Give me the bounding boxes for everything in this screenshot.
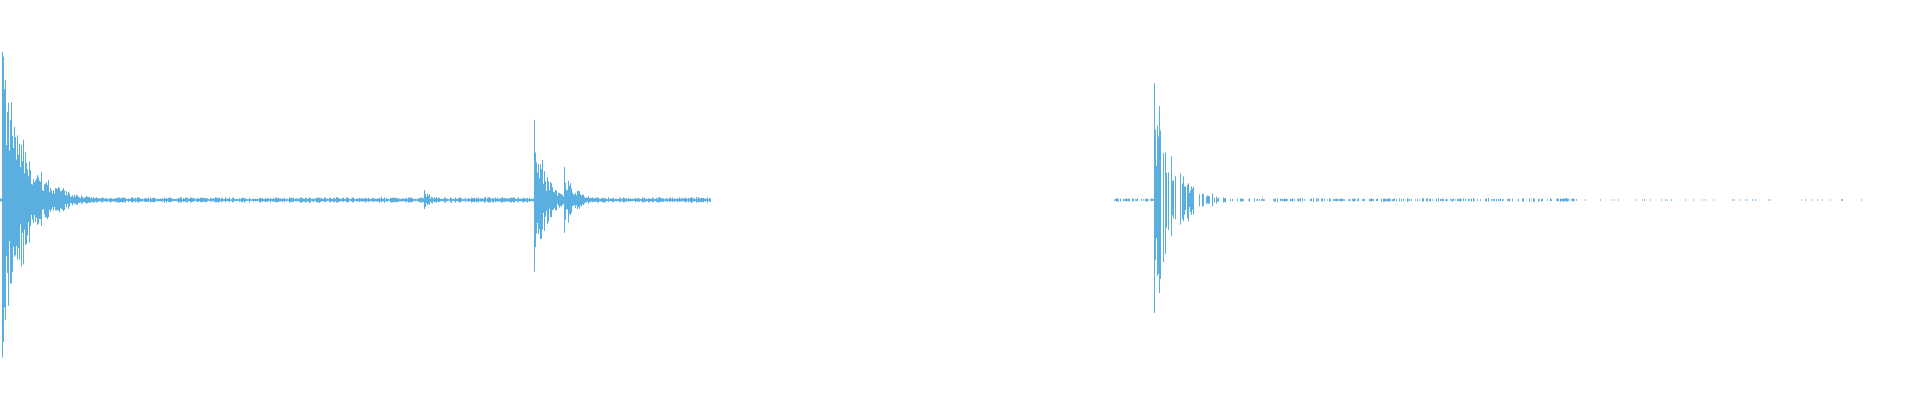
transient-1 [2, 51, 7, 358]
segment-1 [0, 56, 711, 343]
transient-3 [534, 119, 539, 272]
segment-3 [1576, 199, 1862, 201]
waveform-transients [2, 51, 1159, 358]
transient-5 [1154, 83, 1159, 313]
waveform-segments [0, 56, 1862, 343]
segment-2 [1114, 106, 1575, 294]
transient-4 [564, 167, 569, 233]
transient-2 [424, 190, 429, 209]
